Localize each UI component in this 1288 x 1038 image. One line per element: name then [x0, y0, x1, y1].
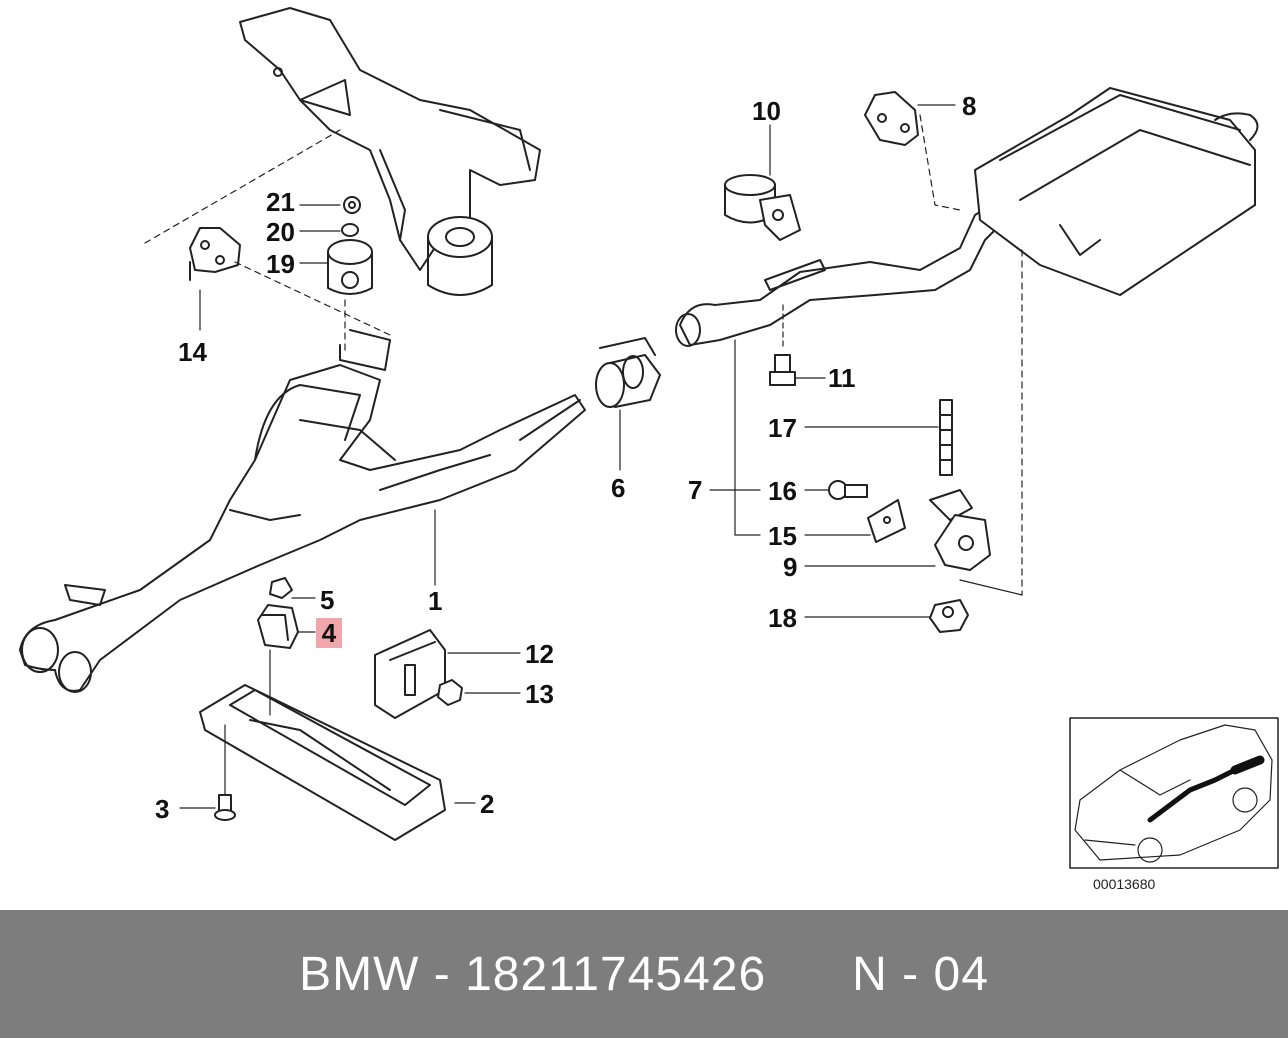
screw-3: [214, 794, 236, 821]
nut-21: [343, 196, 361, 214]
underbody-plate-2: [199, 684, 446, 841]
rear-muffler: [974, 87, 1259, 296]
callout-15: 15: [768, 521, 797, 551]
bracket-8: [864, 91, 919, 146]
callout-18: 18: [768, 603, 797, 633]
part-info-footer: BMW - 18211745426 N - 04: [0, 910, 1288, 1038]
brand-label: BMW: [299, 947, 420, 1001]
bracket-14: [189, 227, 241, 281]
callout-6: 6: [611, 473, 626, 503]
callout-2: 2: [480, 789, 495, 819]
callout-1: 1: [428, 586, 443, 616]
exhaust-system-diagram: [19, 7, 1279, 869]
separator: -: [419, 947, 466, 1001]
callout-14: 14: [178, 337, 207, 367]
callout-10: 10: [752, 96, 781, 126]
bolt-16: [828, 480, 868, 500]
front-pipe-assembly: [19, 364, 586, 693]
nut-13: [437, 679, 463, 706]
callout-19: 19: [266, 249, 295, 279]
rubber-mount-9: [929, 489, 991, 571]
clamp-6: [595, 337, 661, 408]
nut-5: [269, 577, 293, 599]
callout-13: 13: [525, 679, 554, 709]
callout-3: 3: [155, 794, 170, 824]
callout-11: 11: [828, 363, 856, 393]
callout-8: 8: [962, 91, 977, 121]
heat-shield-bracket: [239, 7, 541, 271]
rubber-mount-10: [724, 174, 801, 241]
plate-15: [867, 499, 906, 543]
callout-20: 20: [266, 217, 295, 247]
callout-17: 17: [768, 413, 797, 443]
callout-7: 7: [688, 475, 703, 505]
bracket-4: [257, 604, 299, 649]
diagram-reference-code: 00013680: [1093, 876, 1156, 892]
part-number: 18211745426: [465, 947, 767, 1001]
callout-12: 12: [525, 639, 554, 669]
hanger-wire: [339, 329, 391, 371]
callout-5: 5: [320, 585, 335, 615]
callout-4-highlighted: 4: [316, 618, 342, 648]
vehicle-locator-inset: [1069, 717, 1279, 869]
washer-20: [341, 223, 359, 237]
position-label: N - 04: [852, 947, 989, 1001]
rear-pipe-7: [675, 199, 1011, 347]
spacer: [766, 947, 852, 1002]
heat-shield-12: [374, 629, 446, 719]
callout-21: 21: [266, 187, 295, 217]
rubber-mount-large: [427, 216, 493, 296]
callout-16: 16: [768, 476, 797, 506]
rubber-mount-19: [327, 239, 373, 295]
bolt-11: [769, 354, 796, 386]
callout-9: 9: [783, 552, 798, 582]
stud-17: [939, 399, 953, 476]
nut-18: [929, 599, 969, 633]
